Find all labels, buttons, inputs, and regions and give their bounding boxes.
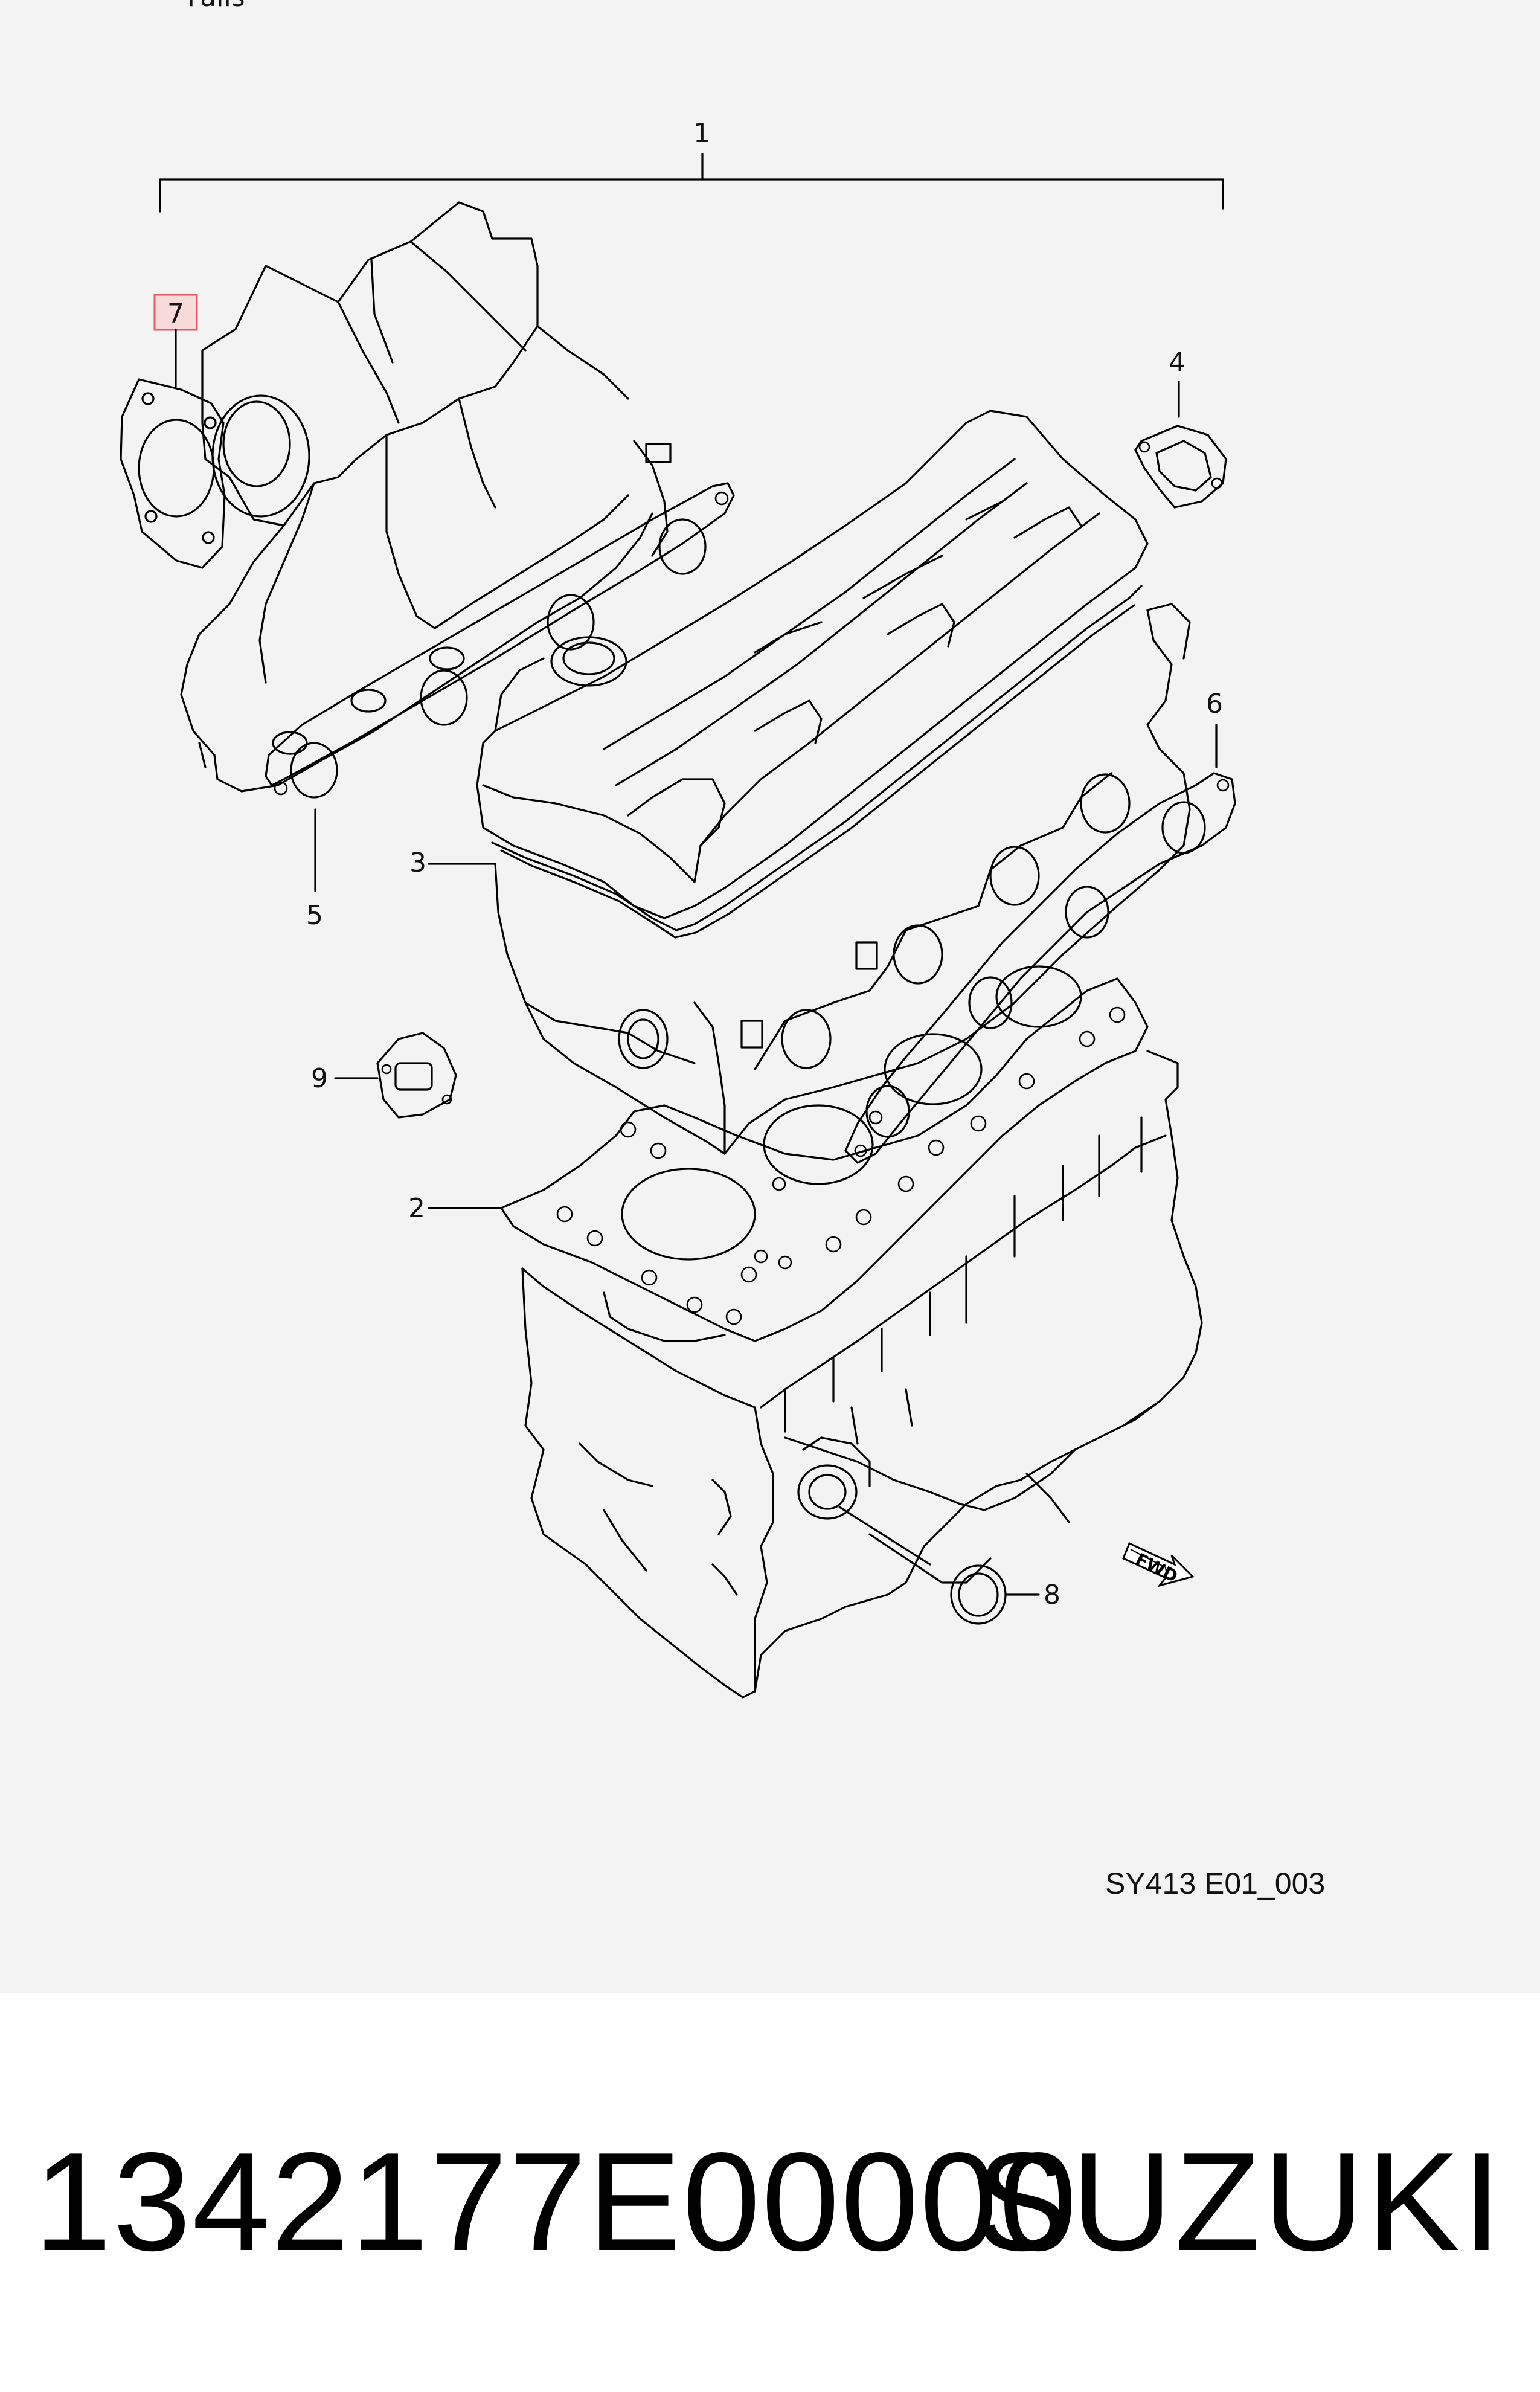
set-bracket: [159, 153, 1224, 213]
callout-7[interactable]: 7: [167, 298, 184, 329]
callout-3[interactable]: 3: [409, 847, 426, 878]
callout-6[interactable]: 6: [1206, 689, 1223, 719]
exhaust-manifold-gasket-part6: [844, 772, 1236, 1164]
throttle-body-gasket-part7: [120, 378, 226, 569]
drawing-code: SY413 E01_003: [1105, 1866, 1325, 1900]
o-ring-guide-line: [838, 1506, 931, 1566]
part-number: 1342177E00000: [34, 2124, 1079, 2280]
callout-1[interactable]: 1: [693, 118, 710, 149]
cylinder-head-cover: [476, 410, 1149, 919]
callout-5[interactable]: 5: [306, 900, 323, 931]
callout-8[interactable]: 8: [1044, 1580, 1060, 1610]
caption-area: [0, 1993, 1540, 2392]
cylinder-head: [494, 603, 1191, 1155]
cylinder-head-gasket-part2: [500, 965, 1149, 1342]
callout-4[interactable]: 4: [1169, 347, 1185, 378]
callout-2[interactable]: 2: [408, 1193, 425, 1224]
engine-gasket-exploded-diagram: Fails 1 7: [120, 0, 1325, 1900]
small-gasket-part4: [1134, 425, 1227, 509]
plate-gasket-part9: [376, 1032, 457, 1119]
top-cut-text: Fails: [187, 0, 245, 13]
cylinder-block: [521, 1050, 1203, 1699]
callout-9[interactable]: 9: [311, 1063, 328, 1094]
intake-manifold-gasket-part5: [265, 482, 735, 799]
head-cover-gasket-part3: [491, 585, 1143, 939]
fwd-arrow-badge: FWD: [1122, 1542, 1195, 1587]
brand-name: SUZUKI: [975, 2124, 1504, 2280]
fwd-label: FWD: [1132, 1549, 1181, 1587]
intake-manifold: [180, 201, 672, 793]
o-ring-part8: [950, 1564, 1007, 1625]
diagram-panel: Fails 1 7: [0, 0, 1540, 1993]
